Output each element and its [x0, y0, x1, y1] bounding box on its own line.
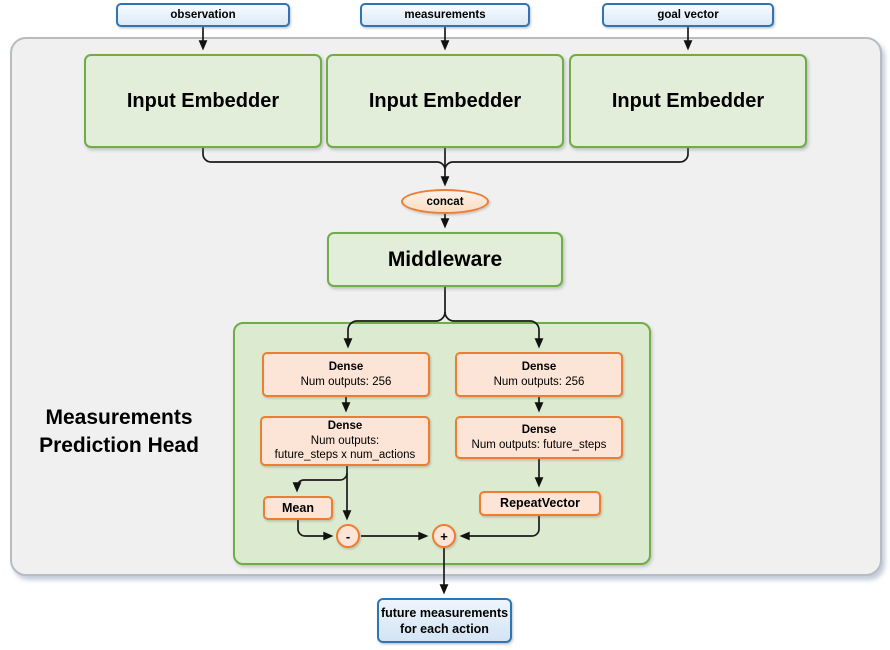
input-chip-measurements: measurements [360, 3, 530, 27]
input-embedder-box-2: Input Embedder [326, 54, 564, 148]
head-title-line1: Measurements [45, 406, 193, 429]
output-line2: for each action [400, 621, 489, 636]
input-embedder-2-label: Input Embedder [368, 89, 522, 112]
input-chip-goal-vector: goal vector [602, 3, 774, 27]
output-line1: future measurements [380, 605, 509, 620]
minus-operator-node: - [336, 524, 360, 548]
plus-operator-node: + [432, 524, 456, 548]
head-title: Measurements Prediction Head [14, 404, 224, 460]
middleware-box: Middleware [327, 232, 563, 287]
dense-right-1-title: Dense [521, 361, 557, 373]
input-chip-observation: observation [116, 3, 290, 27]
mean-label: Mean [282, 500, 314, 515]
dense-right-2-box: Dense Num outputs: future_steps [455, 416, 623, 459]
input-embedder-1-label: Input Embedder [126, 89, 280, 112]
head-title-line2: Prediction Head [39, 434, 199, 457]
input-embedder-box-1: Input Embedder [84, 54, 322, 148]
input-chip-observation-label: observation [170, 9, 236, 21]
dense-left-1-title: Dense [328, 361, 364, 373]
plus-operator-label: + [440, 528, 448, 544]
input-embedder-3-label: Input Embedder [611, 89, 765, 112]
output-box: future measurements for each action [377, 598, 512, 643]
dense-right-1-box: Dense Num outputs: 256 [455, 352, 623, 397]
dense-left-2-box: Dense Num outputs: future_steps x num_ac… [260, 416, 430, 466]
dense-right-1-subtitle: Num outputs: 256 [493, 375, 585, 388]
input-chip-measurements-label: measurements [404, 9, 486, 21]
middleware-label: Middleware [387, 247, 503, 271]
dense-right-2-subtitle: Num outputs: future_steps [471, 438, 607, 451]
dense-left-2-title: Dense [327, 420, 363, 433]
dense-left-2-subtitle2: future_steps x num_actions [274, 449, 416, 462]
repeat-vector-label: RepeatVector [500, 496, 580, 511]
concat-label: concat [426, 195, 464, 208]
dense-left-2-subtitle1: Num outputs: [310, 434, 380, 447]
minus-operator-label: - [345, 528, 351, 544]
dense-right-2-title: Dense [521, 424, 557, 436]
dense-left-1-box: Dense Num outputs: 256 [262, 352, 430, 397]
mean-box: Mean [263, 496, 333, 520]
input-embedder-box-3: Input Embedder [569, 54, 807, 148]
input-chip-goal-vector-label: goal vector [657, 9, 719, 21]
concat-node: concat [401, 189, 489, 214]
repeat-vector-box: RepeatVector [479, 491, 601, 516]
dense-left-1-subtitle: Num outputs: 256 [300, 375, 392, 388]
